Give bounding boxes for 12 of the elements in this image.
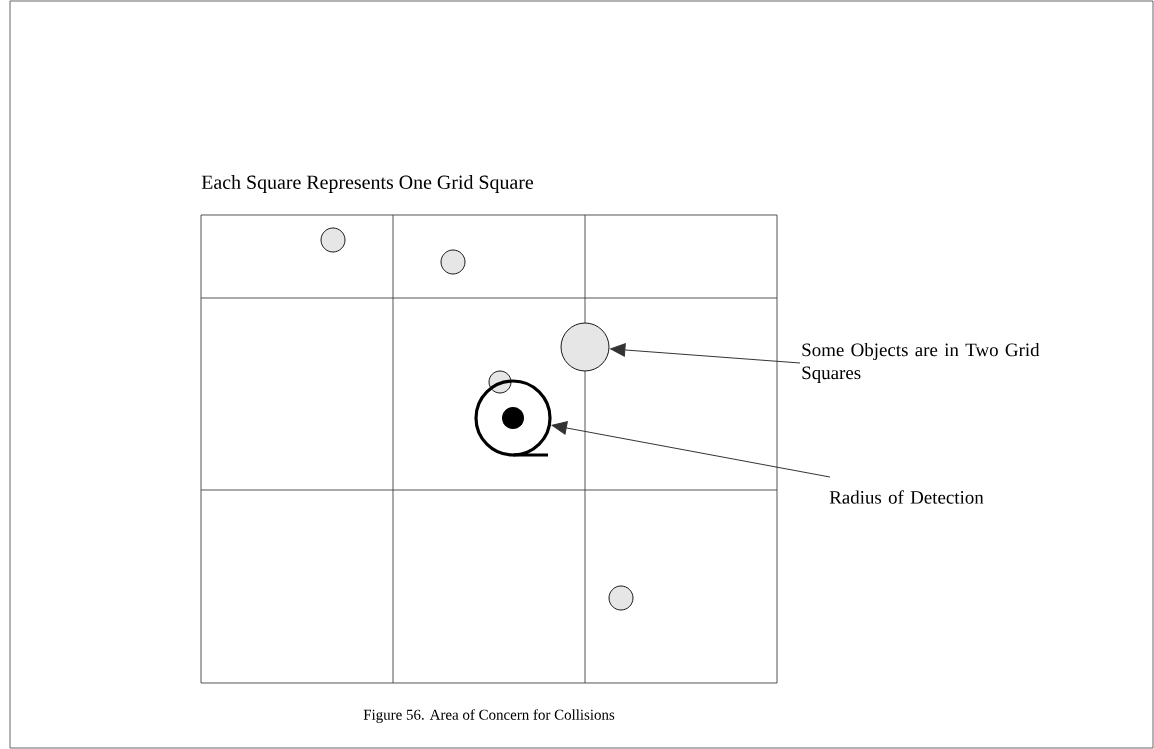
- title: Each Square Represents One Grid Square: [201, 174, 534, 193]
- callout-text: Radius of Detection: [829, 490, 984, 504]
- arrow: [551, 421, 831, 478]
- object-circle: [608, 585, 634, 611]
- callout-text: Some Objects are in Two Grid Squares: [802, 342, 1040, 384]
- object-circle: [440, 249, 466, 275]
- detection-radius-drawing: [474, 379, 552, 457]
- arrow: [610, 343, 801, 364]
- object-circle: [560, 322, 610, 372]
- object-circle: [488, 370, 512, 394]
- object-circle: [320, 227, 346, 253]
- caption: Figure 56. Area of Concern for Collisions: [363, 709, 615, 723]
